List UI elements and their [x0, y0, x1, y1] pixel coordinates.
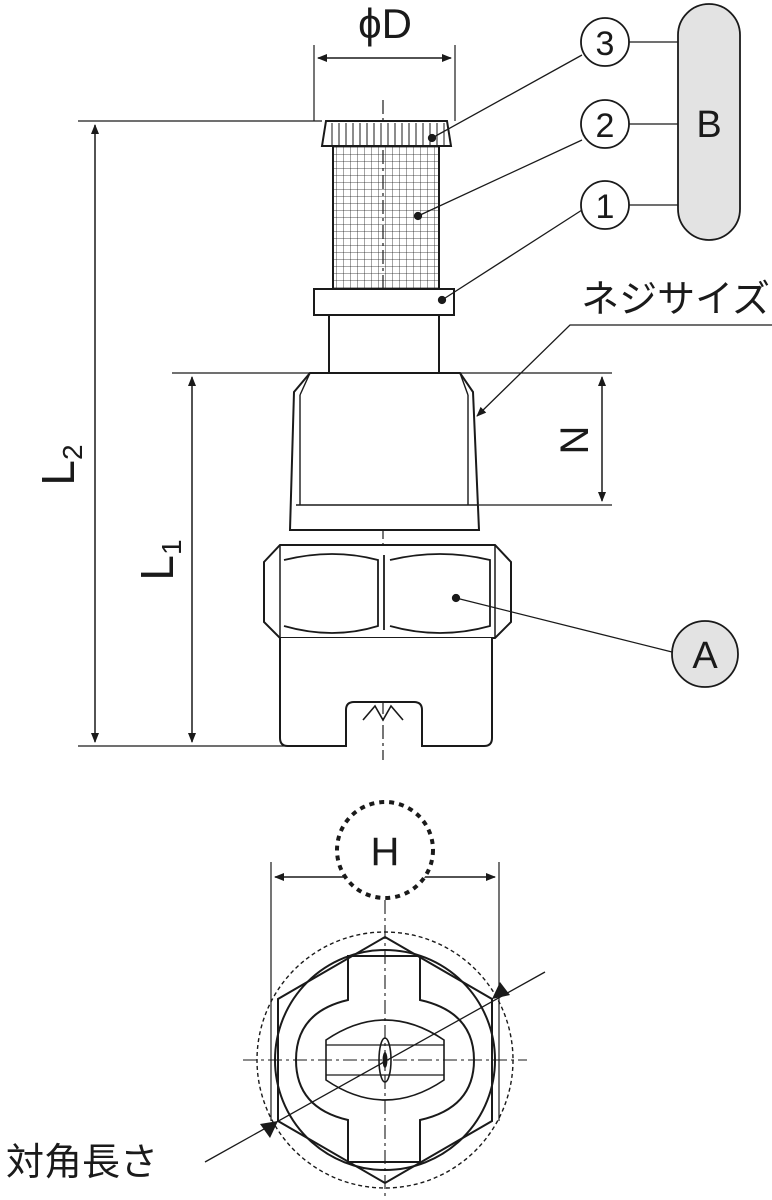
- part-1-callout: 1: [580, 180, 630, 230]
- l1-label-main: L: [131, 555, 183, 581]
- strainer-cap: [320, 120, 453, 147]
- thread-body: [288, 372, 481, 531]
- callout-a: A: [671, 620, 739, 688]
- l1-label-sub: 1: [156, 539, 187, 555]
- side-view: [263, 100, 512, 760]
- strainer-mesh: [332, 145, 440, 290]
- nozzle-tip: [279, 638, 493, 747]
- l2-label-main: L: [32, 460, 84, 486]
- part-1-label: 1: [596, 188, 615, 226]
- callout-b-label: B: [696, 104, 721, 146]
- part-2-label: 2: [596, 107, 615, 145]
- h-label: H: [371, 830, 400, 874]
- strainer-holder-ring: [313, 288, 455, 316]
- h-callout: H: [335, 800, 435, 900]
- svg-text:N: N: [553, 426, 597, 455]
- thread-size-leader: [476, 324, 772, 417]
- hex-nut-side: [263, 544, 512, 639]
- callout-a-label: A: [692, 635, 718, 677]
- bottom-dimensions: [204, 862, 546, 1163]
- part-3-label: 3: [596, 25, 615, 63]
- n-label: N: [553, 426, 597, 455]
- diagonal-dimension-line: [204, 971, 546, 1163]
- diagonal-length-label: 対角長さ: [6, 1140, 158, 1184]
- thread-size-label: ネジサイズ: [581, 277, 770, 321]
- tip-slot: [294, 955, 476, 1163]
- bottom-view: [243, 900, 527, 1200]
- part-callouts: [413, 41, 678, 653]
- l2-label: L2: [32, 444, 88, 485]
- phi-d-label: ϕD: [358, 0, 412, 47]
- svg-text:L2: L2: [32, 444, 88, 485]
- svg-text:L1: L1: [131, 539, 187, 580]
- l1-label: L1: [131, 539, 187, 580]
- l2-label-sub: 2: [57, 444, 88, 460]
- neck: [328, 314, 440, 374]
- callout-b: B: [677, 3, 741, 241]
- part-3-callout: 3: [580, 17, 630, 67]
- side-dimensions: [78, 45, 772, 747]
- part-2-callout: 2: [580, 99, 630, 149]
